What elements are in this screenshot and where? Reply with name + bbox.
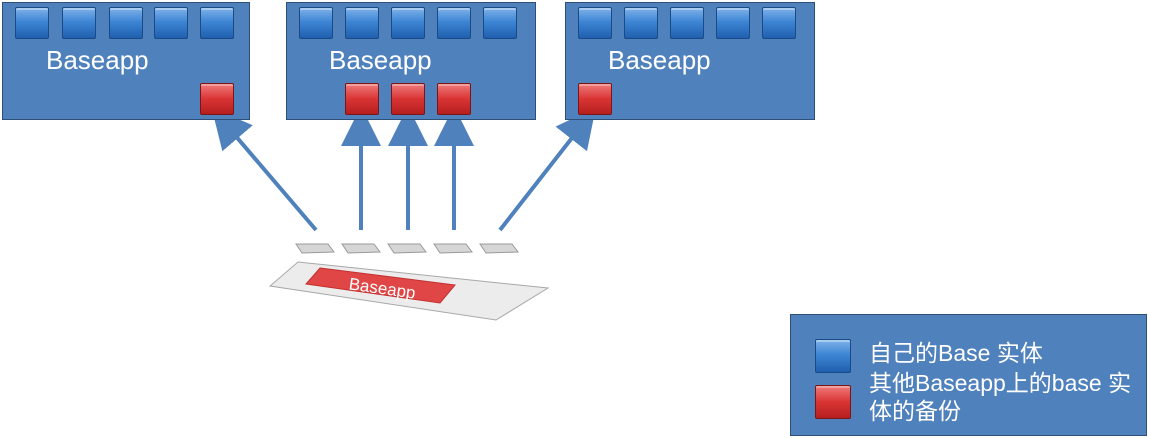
legend-item-own-base: 自己的Base 实体 — [869, 340, 1043, 366]
base-entity-icon — [624, 7, 658, 39]
baseapp-label: Baseapp — [46, 45, 149, 75]
arrow-to-right-baseapp — [498, 107, 596, 232]
base-entity-icon — [670, 7, 704, 39]
baseapp-box-3: Baseapp — [565, 2, 815, 120]
legend-red-backup-icon — [815, 385, 851, 419]
baseapp-label: Baseapp — [329, 45, 432, 75]
base-entity-icon — [437, 7, 471, 39]
platform-slot — [295, 243, 335, 254]
base-entity-icon — [391, 7, 425, 39]
legend-item-backup-line-1: 其他Baseapp上的base 实 — [869, 370, 1132, 396]
base-backup-icon — [391, 83, 425, 115]
platform-slots — [295, 243, 519, 254]
legend-item-backup-line-2: 体的备份 — [869, 398, 961, 424]
baseapp-box-2: Baseapp — [286, 2, 536, 120]
base-entity-icon — [15, 7, 49, 39]
base-entity-icon — [716, 7, 750, 39]
base-entity-icon — [154, 7, 188, 39]
base-backup-icon — [345, 83, 379, 115]
base-backup-icon — [437, 83, 471, 115]
platform-slot — [433, 243, 473, 254]
base-entity-icon — [578, 7, 612, 39]
platform-slot — [341, 243, 381, 254]
base-entity-icon — [109, 7, 143, 39]
arrows — [211, 106, 596, 232]
platform-slot — [387, 243, 427, 254]
baseapp-box-1: Baseapp — [2, 2, 250, 120]
center-baseapp-platform: Baseapp — [268, 261, 550, 321]
base-entity-icon — [62, 7, 96, 39]
base-entity-icon — [200, 7, 234, 39]
legend-blue-entity-icon — [815, 339, 851, 373]
base-backup-icon — [578, 83, 612, 115]
legend: 自己的Base 实体 其他Baseapp上的base 实 体的备份 — [790, 314, 1147, 436]
base-entity-icon — [762, 7, 796, 39]
baseapp-label: Baseapp — [608, 45, 711, 75]
base-entity-icon — [483, 7, 517, 39]
platform-slot — [479, 243, 519, 254]
base-backup-icon — [200, 83, 234, 115]
base-entity-icon — [345, 7, 379, 39]
base-entity-icon — [299, 7, 333, 39]
arrow-to-left-baseapp — [211, 107, 318, 232]
